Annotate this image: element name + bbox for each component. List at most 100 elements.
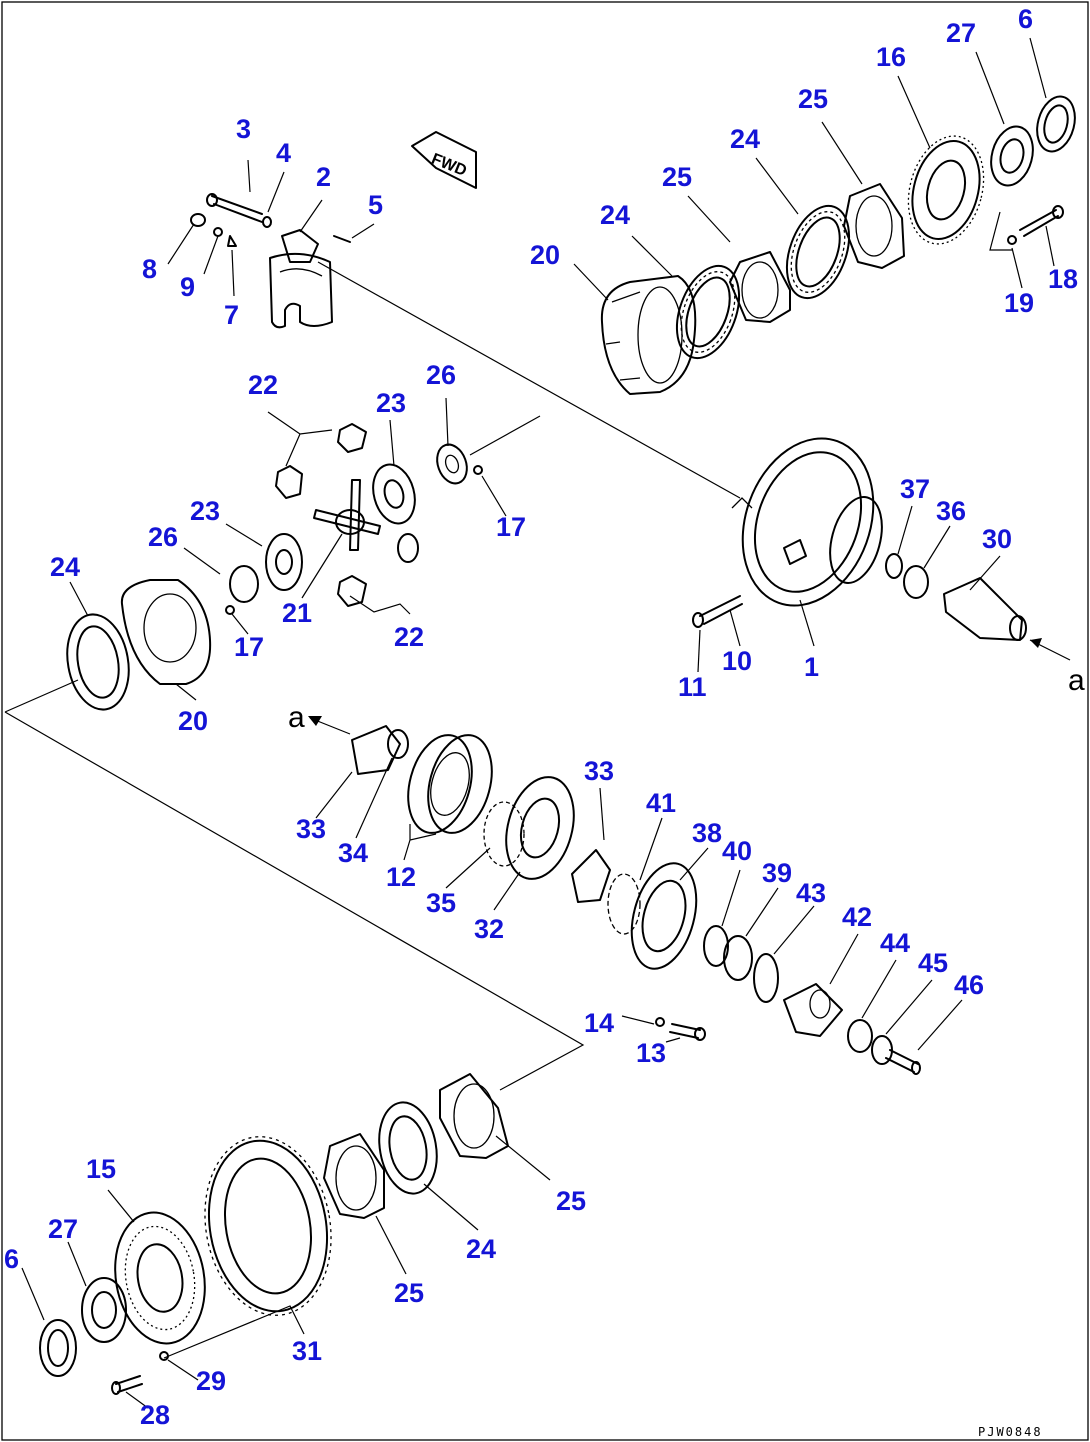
callout-45: 45	[918, 948, 948, 978]
washer-26-right	[436, 443, 468, 485]
side-gear-23-right	[372, 463, 416, 525]
callout-16: 16	[876, 42, 906, 72]
callout-15: 15	[86, 1154, 116, 1184]
ref-a-arrow-left	[308, 716, 351, 735]
washer-26-left	[229, 565, 259, 603]
callout-41: 41	[646, 788, 676, 818]
seal-39	[723, 935, 753, 981]
ring-34	[387, 729, 409, 759]
drawing-code: PJW0848	[978, 1425, 1043, 1439]
ref-a-right: a	[1068, 664, 1085, 697]
callout-30: 30	[982, 524, 1012, 554]
callout-38: 38	[692, 818, 722, 848]
snap-ring-37	[885, 553, 903, 579]
disc-24-top-a	[675, 264, 741, 360]
callout-6-top: 6	[1018, 4, 1033, 34]
callout-20-left: 20	[178, 706, 208, 736]
callout-27-top: 27	[946, 18, 976, 48]
callout-44: 44	[880, 928, 910, 958]
callout-37: 37	[900, 474, 930, 504]
gear-case-20-top	[600, 275, 697, 395]
callout-23-top: 23	[376, 388, 406, 418]
assembly-axis-lines	[4, 211, 1012, 1091]
callout-43: 43	[796, 878, 826, 908]
callout-numbers: 3 4 2 5 8 9 7 20 24 25 24 25 16 27 6 18 …	[4, 4, 1078, 1430]
fwd-arrow: FWD	[411, 131, 477, 189]
callout-33-left: 33	[296, 814, 326, 844]
bolt-parts-top	[190, 193, 351, 247]
pinion-22-top	[275, 423, 367, 499]
callout-31: 31	[292, 1336, 322, 1366]
callout-7: 7	[224, 300, 239, 330]
bearing-36	[903, 565, 929, 599]
pinion-shaft-30	[943, 577, 1071, 661]
bearing-32	[505, 776, 575, 880]
callout-22-top: 22	[248, 370, 278, 400]
seal-35	[483, 801, 525, 867]
bolt-18-19	[1007, 205, 1064, 245]
plate-25-top-a	[729, 251, 791, 323]
callout-19: 19	[1004, 288, 1034, 318]
callout-24-top-b: 24	[730, 124, 760, 154]
callout-12: 12	[386, 862, 416, 892]
callout-17-left: 17	[234, 632, 264, 662]
ring-gear-31	[204, 1136, 332, 1316]
callout-24-top-a: 24	[600, 200, 630, 230]
callout-14: 14	[584, 1008, 614, 1038]
callout-35: 35	[426, 888, 456, 918]
ring-6-top	[1036, 95, 1076, 153]
callout-23-left: 23	[190, 496, 220, 526]
callout-17-top: 17	[496, 512, 526, 542]
coupling-42	[783, 983, 843, 1037]
callout-25-lower-a: 25	[556, 1186, 586, 1216]
callout-9: 9	[180, 272, 195, 302]
callout-11: 11	[678, 672, 707, 702]
pin-17	[225, 465, 483, 615]
callout-42: 42	[842, 902, 872, 932]
callout-28: 28	[140, 1400, 170, 1430]
callout-18: 18	[1048, 264, 1078, 294]
callout-24-left: 24	[50, 552, 80, 582]
callout-8: 8	[142, 254, 157, 284]
callout-27-lower: 27	[48, 1214, 78, 1244]
callout-36: 36	[936, 496, 966, 526]
callout-24-lower: 24	[466, 1234, 496, 1264]
callout-21: 21	[282, 598, 312, 628]
ring-6-lower	[39, 1319, 77, 1377]
callout-6-lower: 6	[4, 1244, 19, 1274]
callout-20-top: 20	[530, 240, 560, 270]
callout-10: 10	[722, 646, 752, 676]
callout-33-right: 33	[584, 756, 614, 786]
callout-25-top-b: 25	[798, 84, 828, 114]
pinion-22-bottom	[337, 533, 419, 607]
part-2-bearing-cap	[269, 229, 333, 329]
callout-4: 4	[276, 138, 291, 168]
callout-5: 5	[368, 190, 383, 220]
callout-26-top: 26	[426, 360, 456, 390]
side-gear-23-left	[265, 533, 303, 591]
callout-3: 3	[236, 114, 251, 144]
gear-16	[907, 135, 985, 245]
plate-25-top-b	[843, 183, 905, 269]
ring-41	[607, 873, 641, 935]
cage-38	[630, 862, 698, 970]
ring-gear-carrier-1	[731, 437, 883, 607]
oring-43	[753, 953, 779, 1003]
ref-a-left: a	[288, 701, 305, 734]
callout-40: 40	[722, 836, 752, 866]
callout-25-lower-b: 25	[394, 1278, 424, 1308]
ring-40	[703, 925, 729, 967]
gear-15	[114, 1211, 206, 1345]
callout-2: 2	[316, 162, 331, 192]
callout-1: 1	[804, 652, 819, 682]
callout-13: 13	[636, 1038, 666, 1068]
callout-32: 32	[474, 914, 504, 944]
callout-46: 46	[954, 970, 984, 1000]
leader-lines	[21, 37, 1055, 1409]
bearing-27-top	[990, 125, 1034, 187]
clutch-12	[407, 734, 493, 834]
washer-44	[847, 1019, 873, 1053]
